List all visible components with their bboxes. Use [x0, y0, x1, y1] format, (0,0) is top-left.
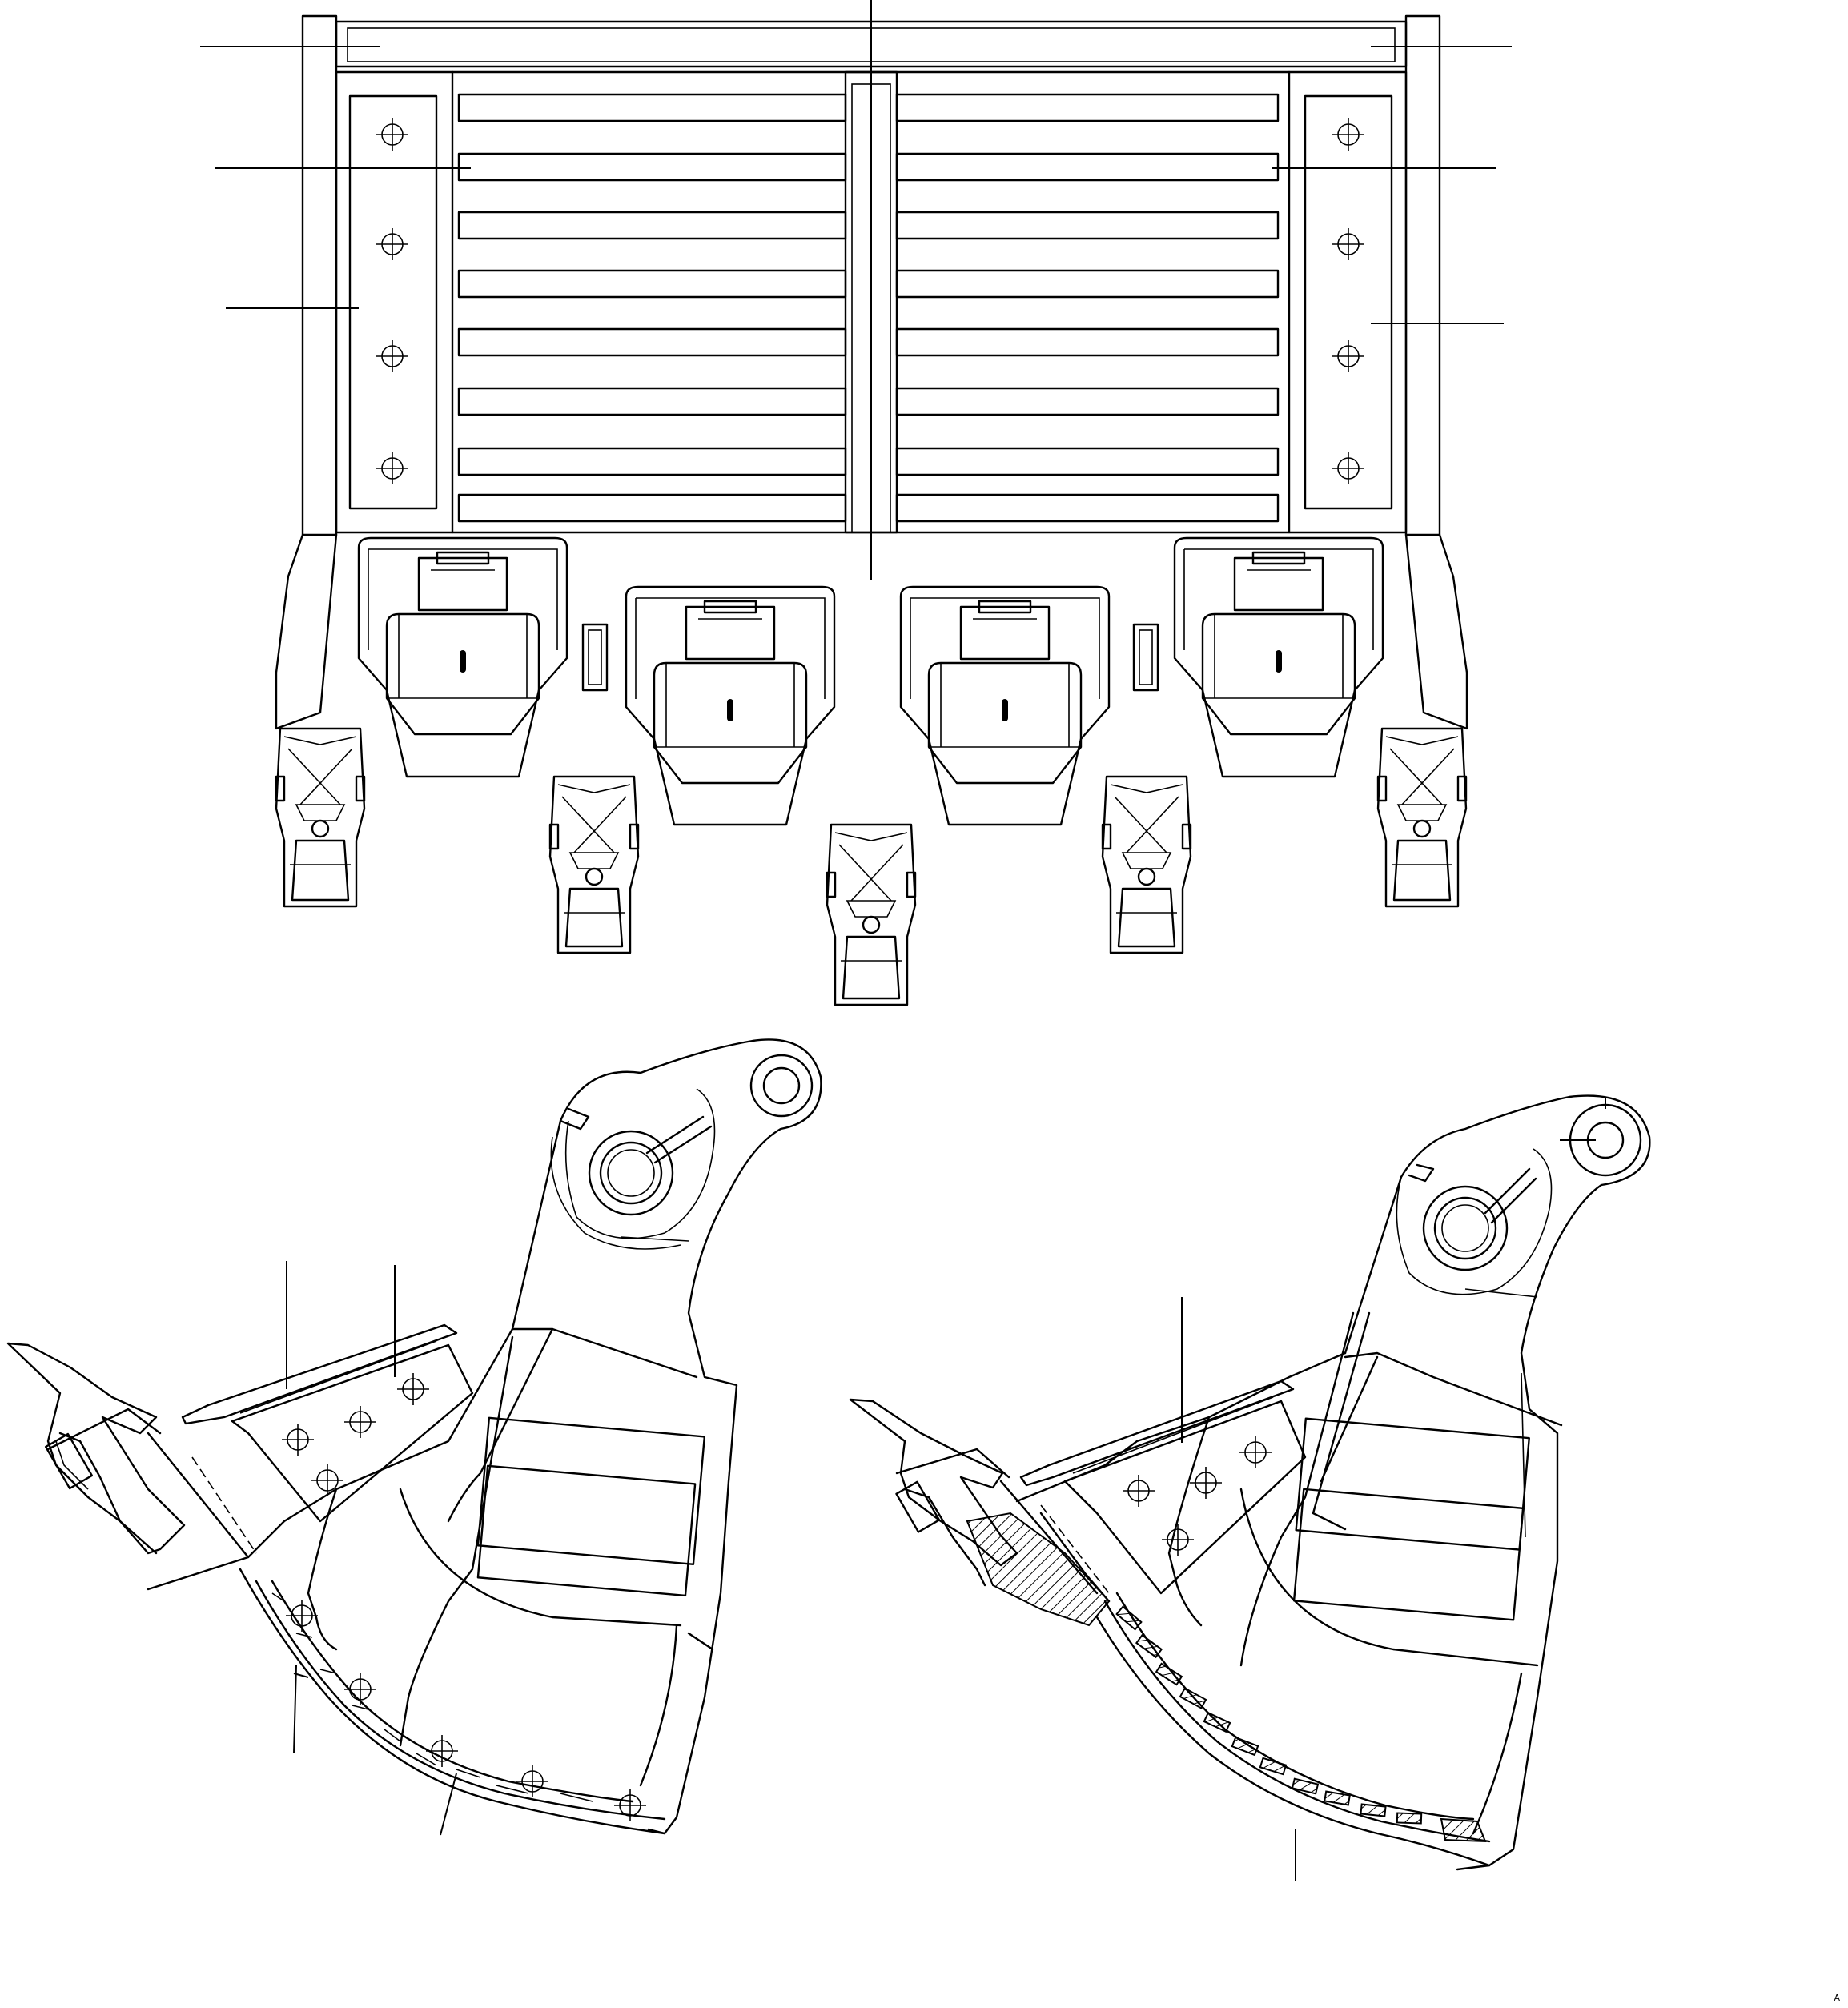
- bolt-icon: [285, 1599, 319, 1633]
- wear-pad: [1360, 1803, 1387, 1817]
- shank-pockets: [357, 536, 1384, 826]
- slat: [895, 493, 1280, 523]
- slat: [895, 269, 1280, 299]
- wear-pad: [1396, 1812, 1423, 1825]
- shank-section-view: [849, 1094, 1651, 1881]
- bolt-icon: [1332, 339, 1365, 373]
- ripper-tips: [275, 533, 1468, 1006]
- bolt-icon: [1161, 1523, 1195, 1556]
- slot-mark: [1276, 650, 1282, 673]
- bolt-icon: [311, 1464, 344, 1497]
- slat: [895, 211, 1280, 240]
- bolt-icon: [1122, 1474, 1155, 1508]
- slat: [457, 447, 847, 476]
- slat: [895, 447, 1280, 476]
- slot-mark: [727, 699, 733, 721]
- right-post: [1404, 14, 1441, 536]
- wear-pad: [1115, 1605, 1143, 1631]
- slat: [457, 493, 847, 523]
- wear-pad: [1179, 1687, 1207, 1709]
- bolt-icon: [376, 227, 409, 261]
- bolt-icon: [1239, 1436, 1272, 1469]
- wear-pad: [1155, 1662, 1183, 1686]
- slat: [457, 387, 847, 416]
- slot: [581, 623, 609, 692]
- slot-mark: [460, 650, 466, 673]
- left-side-plate: [348, 94, 438, 510]
- shank-side-view: [6, 1038, 822, 1836]
- slat: [895, 93, 1280, 122]
- plan-view: [200, 0, 1512, 1006]
- ripper-tip: [826, 823, 917, 1006]
- bolt-icon: [1332, 452, 1365, 485]
- slat: [895, 327, 1280, 357]
- corner-mark: A: [1834, 1993, 1840, 2003]
- ripper-tip: [275, 727, 366, 908]
- wear-pad: [1231, 1736, 1259, 1757]
- wear-pad: [1203, 1711, 1231, 1733]
- bolt-icon: [1332, 118, 1365, 151]
- shank-pocket: [899, 585, 1111, 826]
- wear-pad: [1324, 1790, 1351, 1806]
- bolt-icon: [376, 339, 409, 373]
- outer-legs: [275, 533, 1468, 730]
- wear-pad: [1291, 1777, 1320, 1795]
- bolt-icon: [376, 118, 409, 151]
- bolt-icon: [1332, 227, 1365, 261]
- wear-pad: [1135, 1633, 1163, 1659]
- slat: [457, 152, 847, 182]
- slot-mark: [1002, 699, 1008, 721]
- bolt-icon: [376, 452, 409, 485]
- bolt-icon: [343, 1673, 377, 1706]
- bolt-icon: [1189, 1466, 1223, 1500]
- slat: [457, 93, 847, 122]
- grille-slats: [457, 93, 1280, 523]
- wear-pads: [1115, 1605, 1423, 1825]
- bolt-icon: [343, 1405, 377, 1439]
- slat: [457, 211, 847, 240]
- shank-pocket: [625, 585, 836, 826]
- shank-pocket: [1173, 536, 1384, 778]
- bolt-icon: [281, 1423, 315, 1456]
- wear-pad: [1259, 1757, 1288, 1776]
- ripper-tip: [548, 775, 640, 954]
- slat: [457, 327, 847, 357]
- ripper-tip: [1101, 775, 1192, 954]
- slat: [895, 387, 1280, 416]
- slat: [895, 152, 1280, 182]
- bolt-icon: [396, 1372, 430, 1406]
- ripper-tip: [1376, 727, 1468, 908]
- shank-pocket: [357, 536, 568, 778]
- bolt-icon: [516, 1765, 549, 1798]
- right-side-plate: [1304, 94, 1393, 510]
- slat: [457, 269, 847, 299]
- slot: [1132, 623, 1159, 692]
- left-post: [301, 14, 338, 536]
